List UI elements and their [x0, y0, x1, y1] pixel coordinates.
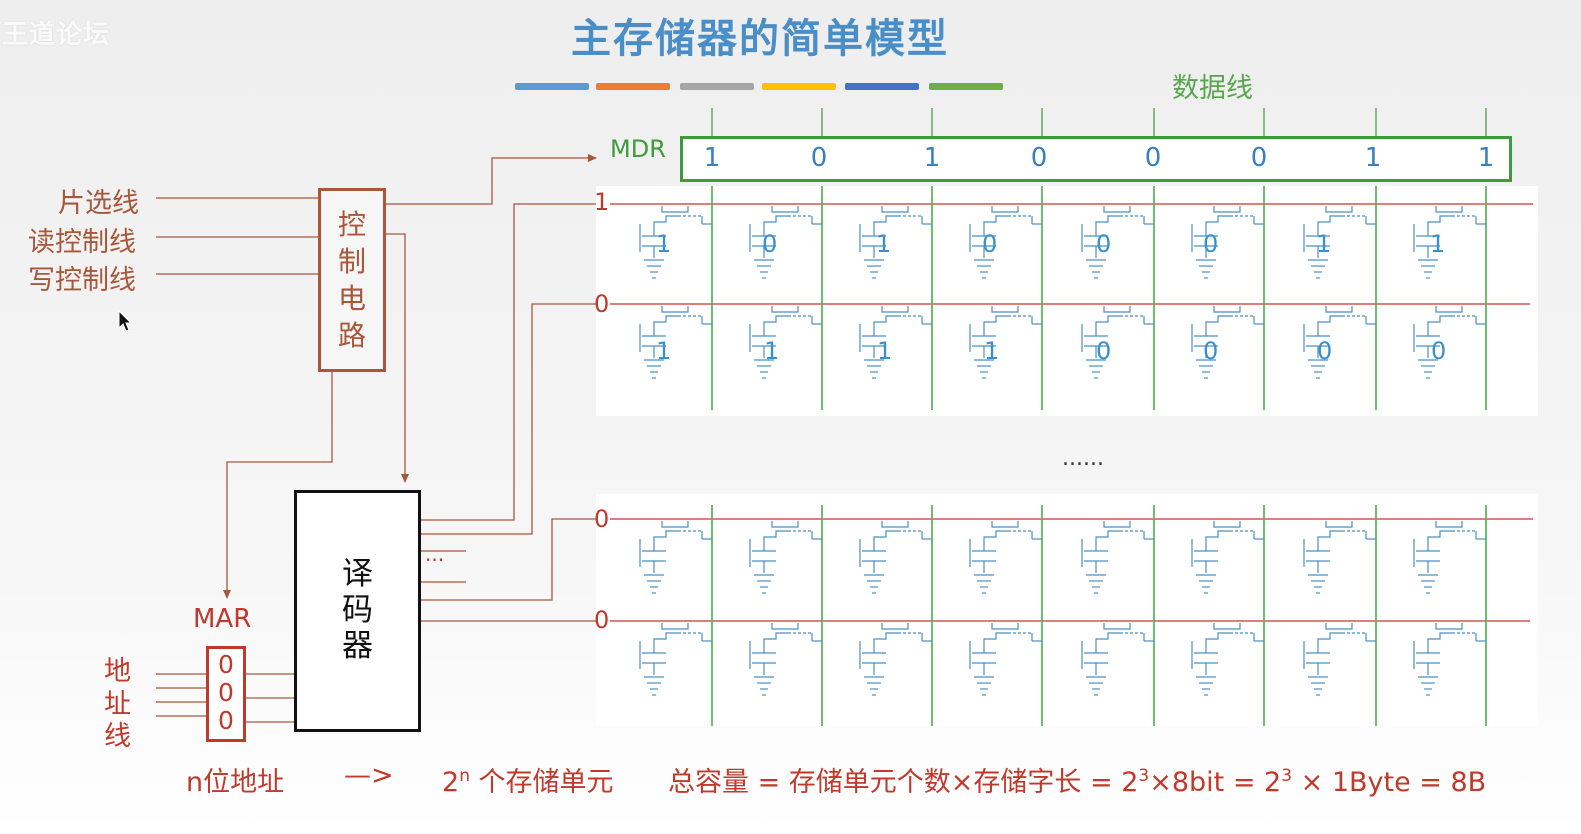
address-line-label: 地: [104, 656, 131, 687]
cell-value: 0: [1203, 230, 1219, 258]
cell-value: 1: [764, 337, 780, 365]
address-line-label: 线: [104, 721, 131, 752]
color-bar-3: [680, 83, 754, 90]
mdr-register: [680, 136, 1512, 182]
color-bar-1: [515, 83, 589, 90]
memory-cell: [1191, 306, 1264, 379]
memory-cell: [749, 623, 822, 696]
memory-cell: [969, 521, 1042, 594]
memory-cell: [1303, 206, 1376, 279]
mdr-bit: 0: [810, 143, 828, 173]
memory-cell: [859, 206, 932, 279]
decoder: [294, 490, 421, 732]
mar-bit: 0: [218, 650, 234, 679]
memory-cell: [1081, 521, 1154, 594]
mouse-cursor-icon: [118, 310, 133, 332]
memory-cell: [1191, 521, 1264, 594]
total-capacity-formula: 总容量 = 存储单元个数×存储字长 = 23×8bit = 23 × 1Byte…: [668, 766, 1487, 798]
memory-cell: [749, 206, 822, 279]
color-bar-6: [929, 83, 1003, 90]
cell-value: 1: [877, 337, 893, 365]
color-bar-5: [845, 83, 919, 90]
cell-value: 0: [762, 230, 778, 258]
memory-cell: [639, 623, 712, 696]
cell-value: 0: [1096, 230, 1112, 258]
cell-value: 0: [1096, 337, 1112, 365]
memory-cell: [1191, 206, 1264, 279]
cell-value: 1: [656, 337, 672, 365]
mdr-bit: 1: [1477, 143, 1495, 173]
memory-cell: [969, 623, 1042, 696]
memory-cell: [639, 521, 712, 594]
row-select-value: 1: [594, 188, 610, 216]
row-select-value: 0: [594, 606, 610, 634]
memory-cell: [639, 306, 712, 379]
memory-array-upper-panel: [596, 186, 1538, 416]
memory-cell: [639, 206, 712, 279]
memory-cell: [1081, 623, 1154, 696]
mdr-bit: 1: [1364, 143, 1382, 173]
memory-cell: [1413, 521, 1486, 594]
n-bit-address-label: n位地址: [186, 767, 285, 798]
memory-cell: [1303, 521, 1376, 594]
memory-cell: [859, 306, 932, 379]
memory-cell: [859, 521, 932, 594]
memory-cell: [859, 623, 932, 696]
memory-cell: [1413, 206, 1486, 279]
mar-bit: 0: [218, 678, 234, 707]
memory-cell: [1081, 206, 1154, 279]
memory-cell: [1413, 623, 1486, 696]
arrow-label: —>: [344, 760, 394, 791]
control-circuit-label: 控 制 电 路: [337, 208, 366, 352]
cell-value: 1: [656, 230, 672, 258]
cell-value: 0: [1431, 337, 1447, 365]
cell-value: 1: [984, 337, 1000, 365]
memory-cell: [969, 306, 1042, 379]
cell-value: 0: [982, 230, 998, 258]
row-select-value: 0: [594, 290, 610, 318]
cell-value: 1: [1430, 230, 1446, 258]
memory-cell: [1413, 306, 1486, 379]
memory-cell: [749, 306, 822, 379]
memory-cell: [1081, 306, 1154, 379]
mdr-bit: 0: [1144, 143, 1162, 173]
mdr-bit: 1: [703, 143, 721, 173]
mdr-bit: 0: [1030, 143, 1048, 173]
row-select-value: 0: [594, 505, 610, 533]
read-control-line-label: 读控制线: [28, 227, 136, 258]
memory-array-lower-panel: [596, 494, 1538, 726]
storage-units-formula: 2n 个存储单元: [442, 766, 614, 798]
cell-value: 0: [1203, 337, 1219, 365]
mdr-bit: 0: [1250, 143, 1268, 173]
memory-cell: [969, 206, 1042, 279]
mar-bit: 0: [218, 706, 234, 735]
data-line-label: 数据线: [1172, 73, 1253, 104]
color-bar-2: [596, 83, 670, 90]
mdr-label: MDR: [610, 135, 666, 163]
memory-cell: [1191, 623, 1264, 696]
mar-label: MAR: [193, 604, 252, 634]
write-control-line-label: 写控制线: [28, 265, 136, 296]
memory-cell: [1303, 306, 1376, 379]
cell-value: 1: [876, 230, 892, 258]
decoder-output-ellipsis: ···: [425, 548, 445, 572]
memory-cell: [1303, 623, 1376, 696]
control-circuit: [318, 188, 386, 372]
page-title: 主存储器的简单模型: [571, 16, 949, 62]
cell-value: 0: [1317, 337, 1333, 365]
mdr-bit: 1: [923, 143, 941, 173]
cell-value: 1: [1316, 230, 1332, 258]
chip-select-line-label: 片选线: [58, 188, 139, 219]
memory-cell: [749, 521, 822, 594]
decoder-label: 译 码 器: [342, 556, 373, 664]
address-line-label: 址: [104, 689, 131, 720]
watermark-logo: 王道论坛: [2, 20, 111, 50]
more-rows-ellipsis: ......: [1062, 446, 1104, 471]
color-bar-4: [762, 83, 836, 90]
mar-register: [206, 646, 246, 742]
